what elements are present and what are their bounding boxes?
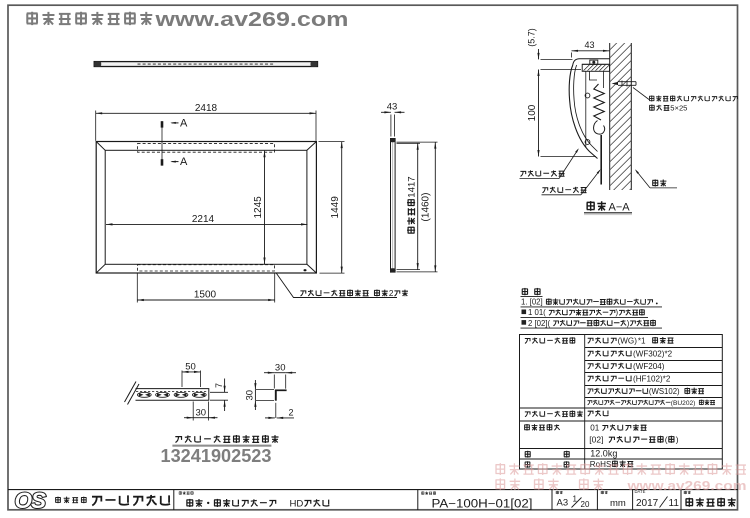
svg-text:30: 30 bbox=[245, 390, 256, 401]
svg-text:(5.7): (5.7) bbox=[527, 28, 537, 47]
svg-text:13241902523: 13241902523 bbox=[161, 445, 272, 466]
svg-text:(BU202): (BU202) bbox=[671, 400, 696, 407]
svg-text:1245: 1245 bbox=[253, 196, 264, 219]
svg-text:): ) bbox=[616, 308, 619, 317]
svg-text:7: 7 bbox=[214, 383, 224, 388]
svg-text:1417: 1417 bbox=[407, 176, 418, 197]
svg-text:100: 100 bbox=[527, 104, 538, 121]
svg-text:www.av269.com: www.av269.com bbox=[154, 8, 348, 31]
svg-text:1: 1 bbox=[573, 495, 578, 504]
svg-text:(: ( bbox=[665, 435, 668, 445]
svg-text:2: 2 bbox=[289, 408, 294, 418]
svg-text:2: 2 bbox=[389, 289, 394, 298]
svg-text:PA−100H−01[02]: PA−100H−01[02] bbox=[432, 499, 533, 511]
svg-text:[02]: [02] bbox=[589, 435, 603, 445]
svg-text:HD: HD bbox=[290, 499, 304, 510]
svg-text:1 01(: 1 01( bbox=[528, 308, 546, 317]
svg-text:DATE: DATE bbox=[635, 489, 646, 494]
svg-text:2 [02](: 2 [02]( bbox=[528, 319, 551, 328]
svg-text:mm: mm bbox=[610, 498, 626, 509]
svg-text:43: 43 bbox=[584, 40, 594, 50]
svg-text:A: A bbox=[180, 156, 188, 168]
svg-text:2214: 2214 bbox=[192, 214, 215, 225]
svg-text:5×25: 5×25 bbox=[670, 104, 687, 113]
svg-text:): ) bbox=[676, 435, 679, 445]
svg-text:A: A bbox=[180, 117, 188, 129]
svg-text:(WF204): (WF204) bbox=[633, 362, 665, 371]
svg-text:50: 50 bbox=[185, 362, 196, 373]
svg-text:(1460): (1460) bbox=[421, 193, 432, 222]
svg-text:(HF102)*2: (HF102)*2 bbox=[633, 374, 671, 383]
svg-text:(WG): (WG) bbox=[618, 336, 638, 345]
svg-text:30: 30 bbox=[275, 362, 286, 373]
svg-text:*1: *1 bbox=[638, 336, 646, 345]
svg-text:A−A: A−A bbox=[609, 201, 631, 213]
svg-text:20: 20 bbox=[581, 500, 590, 509]
svg-text:12.0kg: 12.0kg bbox=[590, 449, 617, 459]
svg-text:www.av269.com: www.av269.com bbox=[626, 478, 746, 493]
svg-text:1. [02]: 1. [02] bbox=[521, 298, 543, 307]
svg-text:1500: 1500 bbox=[194, 290, 217, 301]
svg-text:1449: 1449 bbox=[330, 196, 341, 219]
svg-text:01: 01 bbox=[590, 424, 600, 433]
svg-text:11: 11 bbox=[669, 498, 680, 509]
svg-text:RoHS: RoHS bbox=[590, 460, 612, 469]
svg-text:30: 30 bbox=[196, 407, 207, 418]
svg-text:(WS102): (WS102) bbox=[649, 387, 680, 396]
svg-text:(WF302)*2: (WF302)*2 bbox=[633, 349, 673, 358]
svg-text:2418: 2418 bbox=[195, 103, 218, 114]
svg-text:2017: 2017 bbox=[636, 498, 659, 509]
svg-text:OS: OS bbox=[15, 488, 47, 513]
svg-text:A3: A3 bbox=[557, 498, 569, 509]
svg-text:): ) bbox=[627, 319, 630, 328]
svg-text:43: 43 bbox=[387, 102, 398, 113]
